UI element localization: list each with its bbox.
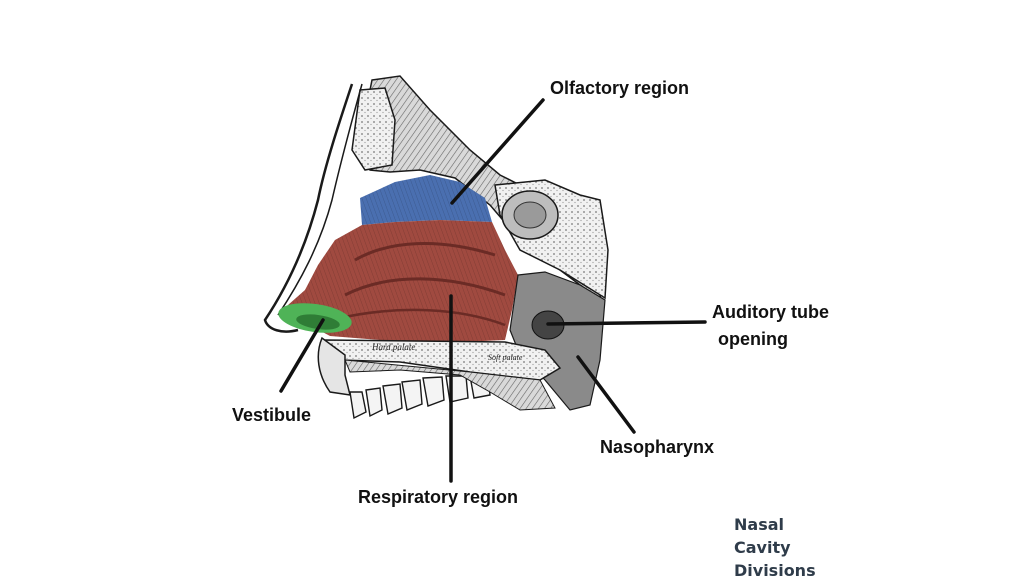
olfactory-leader — [450, 98, 545, 205]
auditory-tube-label-line2: opening — [718, 329, 788, 349]
caption-line: Nasal — [734, 515, 784, 534]
caption: Nasal Cavity Divisions — [734, 513, 824, 582]
frontal-sinus — [351, 87, 396, 171]
vestibule-label: Vestibule — [232, 405, 312, 425]
caption-line: Divisions — [734, 561, 816, 580]
maxilla-bone — [344, 359, 556, 411]
caption-line: Cavity — [734, 538, 791, 557]
respiratory-region-label: Respiratory region — [358, 487, 519, 507]
teeth — [349, 375, 491, 420]
vestibule-leader — [279, 318, 325, 393]
nasopharynx-leader — [576, 355, 636, 434]
auditory-leader — [546, 320, 707, 326]
leader-lines — [279, 98, 707, 483]
nose-outline — [263, 83, 354, 333]
hard-palate-label: Hard palate — [371, 342, 415, 352]
olfactory-region-label: Olfactory region — [550, 78, 690, 98]
nasopharynx-label: Nasopharynx — [600, 437, 715, 457]
soft-palate-label: Soft palate — [488, 353, 523, 362]
auditory-tube-label-line1: Auditory tube — [712, 302, 829, 322]
upper-lip — [317, 336, 352, 396]
